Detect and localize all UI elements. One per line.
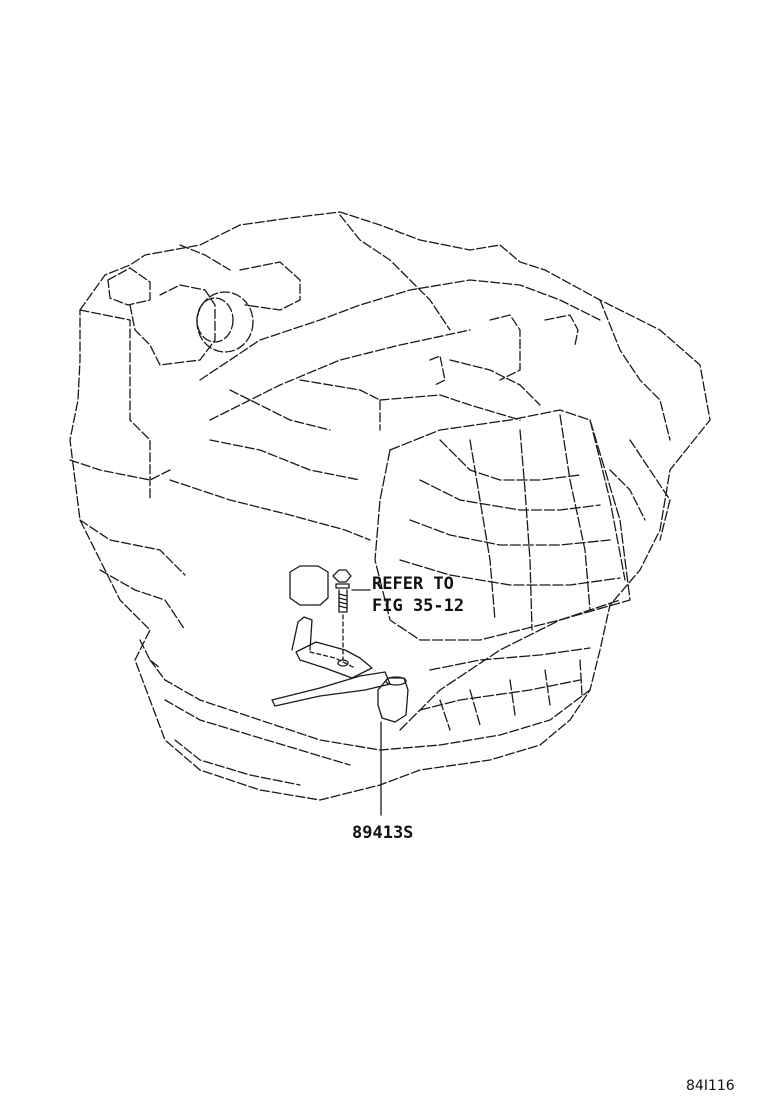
figure-code: 84I116 xyxy=(686,1078,735,1094)
refer-line-2: FIG 35-12 xyxy=(372,596,465,616)
refer-to-label: REFER TO FIG 35-12 xyxy=(372,573,464,617)
part-number-label: 89413S xyxy=(352,823,414,843)
transaxle-housing xyxy=(69,211,711,801)
lever-assembly xyxy=(271,565,409,816)
valve-body-grid xyxy=(374,409,631,731)
refer-line-1: REFER TO xyxy=(372,574,454,594)
